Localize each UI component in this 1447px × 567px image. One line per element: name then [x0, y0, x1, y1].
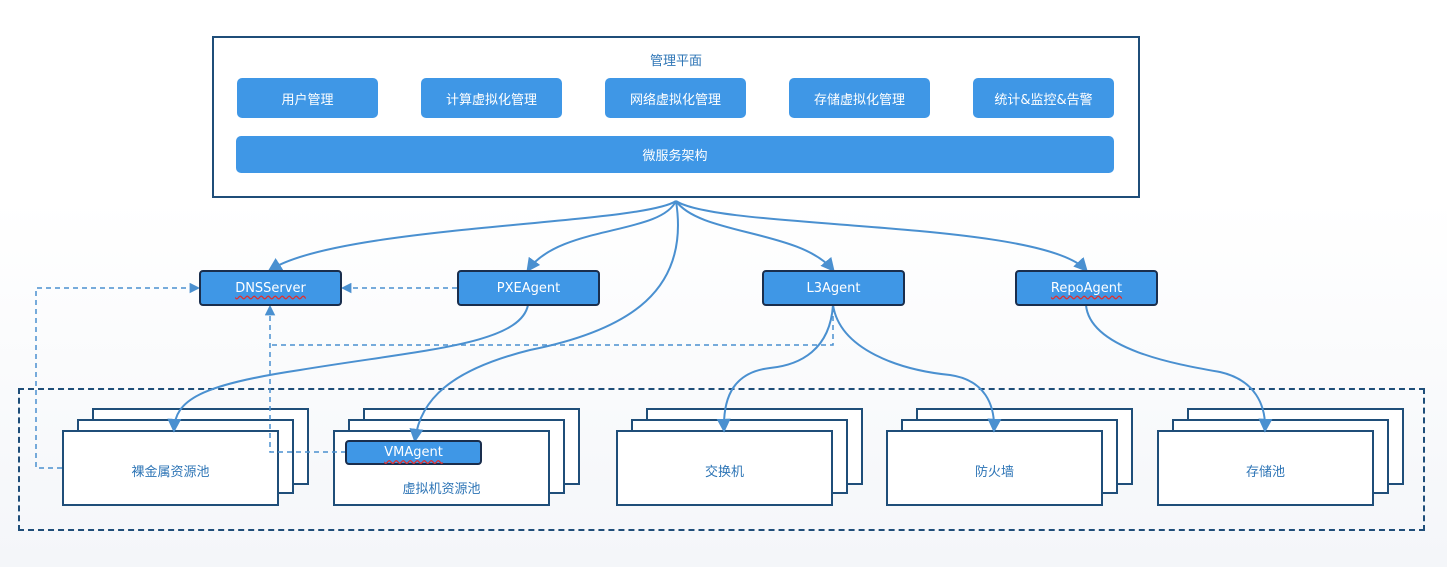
firewall-label: 防火墙: [974, 465, 1014, 480]
l3-agent-label: L3Agent: [806, 280, 861, 296]
edge-hub-vmagent: [409, 200, 679, 443]
dashed-vmagent-dns: [264, 304, 346, 453]
vm-agent-node[interactable]: VMAgent: [345, 440, 482, 465]
module-storage-virtualization[interactable]: 存储虚拟化管理: [789, 78, 930, 118]
dns-server-node[interactable]: DNSServer: [199, 270, 342, 306]
edge-hub-repo: [675, 200, 1088, 273]
switch-card[interactable]: 交换机: [616, 430, 833, 506]
edge-repo-storage: [1085, 304, 1273, 433]
baremetal-pool-card[interactable]: 裸金属资源池: [62, 430, 279, 506]
management-plane-title: 管理平面: [649, 54, 702, 69]
module-statistics-monitoring[interactable]: 统计&监控&告警: [973, 78, 1114, 118]
dashed-l3-dns: [270, 307, 834, 346]
vm-pool-label: 虚拟机资源池: [402, 482, 481, 497]
edge-l3-switch: [716, 304, 834, 433]
pxe-agent-node[interactable]: PXEAgent: [457, 270, 600, 306]
repo-agent-node[interactable]: RepoAgent: [1015, 270, 1158, 306]
edge-hub-dns: [267, 200, 677, 272]
edge-hub-pxe: [526, 200, 677, 273]
baremetal-pool-label: 裸金属资源池: [131, 465, 210, 480]
l3-agent-node[interactable]: L3Agent: [762, 270, 905, 306]
edge-pxe-baremetal: [167, 304, 529, 433]
dashed-baremetal-dns: [35, 282, 201, 469]
vm-agent-label: VMAgent: [384, 445, 443, 460]
microservice-architecture-bar[interactable]: 微服务架构: [236, 136, 1114, 173]
switch-label: 交换机: [704, 465, 744, 480]
storage-pool-label: 存储池: [1245, 465, 1285, 480]
resource-pool-container: [18, 388, 1425, 531]
firewall-card[interactable]: 防火墙: [886, 430, 1103, 506]
module-compute-virtualization[interactable]: 计算虚拟化管理: [421, 78, 562, 118]
module-user-management[interactable]: 用户管理: [237, 78, 378, 118]
dns-server-label: DNSServer: [235, 280, 306, 296]
module-network-virtualization[interactable]: 网络虚拟化管理: [605, 78, 746, 118]
edge-hub-l3: [675, 200, 835, 273]
pxe-agent-label: PXEAgent: [496, 280, 561, 296]
repo-agent-label: RepoAgent: [1050, 280, 1123, 296]
edge-l3-firewall: [832, 304, 1002, 433]
storage-pool-card[interactable]: 存储池: [1157, 430, 1374, 506]
